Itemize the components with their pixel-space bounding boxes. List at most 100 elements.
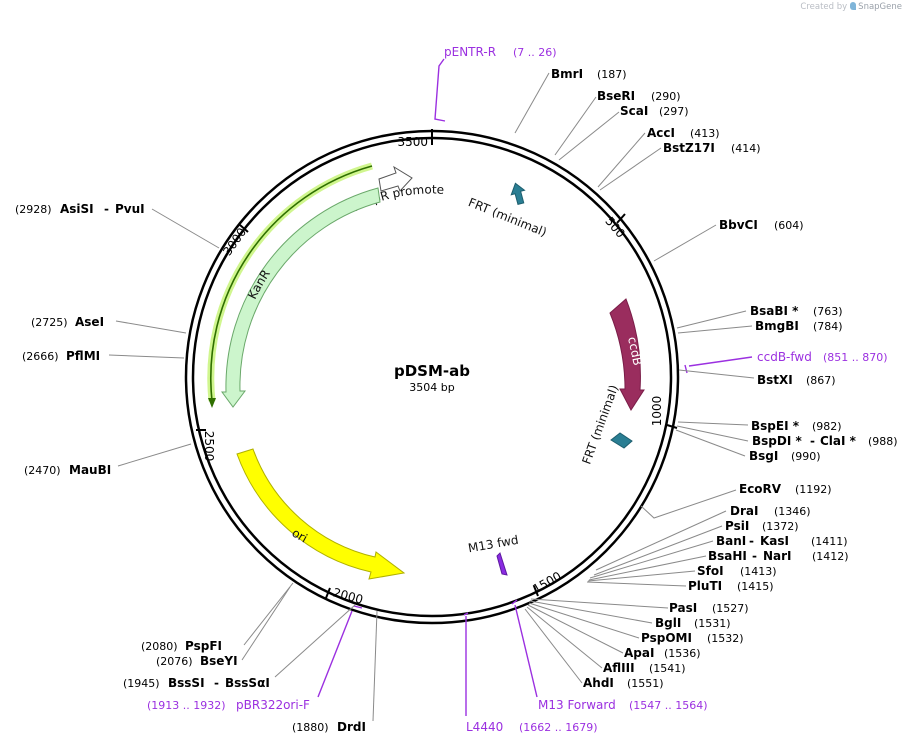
enzyme-drai[interactable]: DraI(1346) xyxy=(730,504,811,518)
leader-bstxi xyxy=(678,369,755,379)
enzyme-pflmi[interactable]: (2666)PflMI xyxy=(22,349,100,363)
kanr-feature[interactable] xyxy=(221,187,381,408)
enzyme-ecorv[interactable]: EcoRV(1192) xyxy=(739,482,832,496)
enzyme-bsabi[interactable]: BsaBI *(763) xyxy=(750,304,843,318)
enzyme-site: (763) xyxy=(813,305,843,318)
leader-apai xyxy=(527,604,624,654)
enzyme-name: BanI xyxy=(716,534,746,548)
leader-sfoi xyxy=(587,570,696,582)
enzyme-bseri[interactable]: BseRI(290) xyxy=(597,89,681,103)
leader-asei xyxy=(115,320,187,334)
ampr-promoter-feature[interactable] xyxy=(378,165,413,192)
enzyme-bmgbi[interactable]: BmgBI(784) xyxy=(755,319,843,333)
enzyme-name: BstXI xyxy=(757,373,793,387)
enzyme-drdi[interactable]: (1880)DrdI xyxy=(292,720,366,734)
enzyme-site: (1551) xyxy=(627,677,664,690)
primer-m13-forward[interactable]: M13 Forward(1547 .. 1564) xyxy=(538,698,708,712)
frt-top-feature[interactable] xyxy=(509,182,528,206)
leader-bgli xyxy=(529,600,653,624)
enzyme-pasi[interactable]: PasI(1527) xyxy=(669,601,749,615)
enzyme-name: AseI xyxy=(75,315,104,329)
tick-mark xyxy=(666,424,678,429)
leader-bstz17i xyxy=(599,147,662,191)
ccdb-feature[interactable] xyxy=(609,298,645,411)
enzyme-sfoi[interactable]: SfoI(1413) xyxy=(697,564,777,578)
enzyme-name-2: KasI xyxy=(760,534,789,548)
enzyme-name-2: BssSαI xyxy=(225,676,270,690)
enzyme-psii[interactable]: PsiI(1372) xyxy=(725,519,799,533)
enzyme-name: ApaI xyxy=(624,646,654,660)
enzyme-asei[interactable]: (2725)AseI xyxy=(31,315,104,329)
enzyme-pspfi[interactable]: (2080)PspFI xyxy=(141,639,222,653)
primer-ccdb-fwd[interactable]: ccdB-fwd(851 .. 870) xyxy=(757,350,888,364)
enzyme-name: BssSI xyxy=(168,676,205,690)
enzyme-bspei[interactable]: BspEI *(982) xyxy=(751,419,842,433)
ori-label-path: ori xyxy=(289,526,309,546)
enzyme-bgli[interactable]: BglI(1531) xyxy=(655,616,731,630)
enzyme-ahdi[interactable]: AhdI(1551) xyxy=(583,676,664,690)
enzyme-bstz17i[interactable]: BstZ17I(414) xyxy=(663,141,761,155)
enzyme-scai[interactable]: ScaI(297) xyxy=(620,104,689,118)
enzyme-site: (990) xyxy=(791,450,821,463)
frt-right-label: FRT (minimal) xyxy=(579,383,621,466)
enzyme-site: (1372) xyxy=(762,520,799,533)
m13-fwd-feature[interactable] xyxy=(496,552,508,576)
primer-range: (1662 .. 1679) xyxy=(519,721,598,734)
leader-bspei xyxy=(677,421,749,426)
leader-psii xyxy=(593,525,723,576)
enzyme-name: BseYI xyxy=(200,654,238,668)
enzyme-site: (290) xyxy=(651,90,681,103)
frt-right-feature[interactable] xyxy=(610,432,633,449)
enzyme-name: DrdI xyxy=(337,720,366,734)
leader-pspomi xyxy=(528,602,640,639)
enzyme-bani-kasi[interactable]: BanI-KasI(1411) xyxy=(716,534,848,548)
leader-pasi xyxy=(530,598,669,609)
primer-l4440[interactable]: L4440(1662 .. 1679) xyxy=(466,720,598,734)
leader-bsssi-bsssai xyxy=(274,604,356,678)
ampr-promoter-label-path: AmpR promoter xyxy=(0,0,444,214)
kanr-orf-arrowhead xyxy=(208,398,216,408)
credit-prefix: Created by xyxy=(800,2,848,12)
enzyme-maubi[interactable]: (2470)MauBI xyxy=(24,463,111,477)
enzyme-bsssi-bsssai[interactable]: (1945)BssSI-BssSαI xyxy=(123,676,270,690)
leader-bbvci xyxy=(653,224,717,262)
enzyme-bsahi-nari[interactable]: BsaHI-NarI(1412) xyxy=(708,549,849,563)
enzyme-name: EcoRV xyxy=(739,482,782,496)
enzyme-site: (413) xyxy=(690,127,720,140)
enzyme-bmri[interactable]: BmrI(187) xyxy=(551,67,627,81)
enzyme-acci[interactable]: AccI (413) xyxy=(647,126,720,140)
enzyme-name: AsiSI xyxy=(60,202,94,216)
tick-label: 1500 xyxy=(530,569,563,596)
enzyme-name: BsgI xyxy=(749,449,778,463)
primer-labels: pENTR-R(7 .. 26) ccdB-fwd(851 .. 870) M1… xyxy=(147,45,888,734)
enzyme-name: BstZ17I xyxy=(663,141,715,155)
primer-pbr322ori-f[interactable]: (1913 .. 1932)pBR322ori-F xyxy=(147,698,310,712)
primer-leader-ccdb-fwd xyxy=(684,356,753,374)
enzyme-site: (1411) xyxy=(811,535,848,548)
enzyme-apai[interactable]: ApaI(1536) xyxy=(624,646,701,660)
enzyme-pspomi[interactable]: PspOMI (1532) xyxy=(641,631,744,645)
enzyme-asisi-pvui[interactable]: (2928)AsiSI-PvuI xyxy=(15,202,145,216)
ori-feature[interactable] xyxy=(236,448,406,580)
enzyme-bspdi-clai[interactable]: BspDI *-ClaI *(988) xyxy=(752,434,898,448)
primer-range: (1547 .. 1564) xyxy=(629,699,708,712)
primer-leader-l4440 xyxy=(463,612,469,716)
enzyme-leaders xyxy=(108,72,755,722)
enzyme-pluti[interactable]: PluTI(1415) xyxy=(688,579,774,593)
enzyme-bbvci[interactable]: BbvCI(604) xyxy=(719,218,804,232)
enzyme-name: AccI xyxy=(647,126,675,140)
enzyme-name-2: ClaI * xyxy=(820,434,857,448)
leader-pflmi xyxy=(108,354,185,359)
enzyme-bsgi[interactable]: BsgI (990) xyxy=(749,449,821,463)
enzyme-afliii[interactable]: AflIII(1541) xyxy=(603,661,686,675)
enzyme-name: ScaI xyxy=(620,104,648,118)
features: AmpR promoter KanR ori ccdB FRT (minimal… xyxy=(0,0,645,580)
enzyme-bseyi[interactable]: (2076)BseYI xyxy=(156,654,238,668)
enzyme-site: (1532) xyxy=(707,632,744,645)
primer-pentr-r[interactable]: pENTR-R(7 .. 26) xyxy=(444,45,557,59)
enzyme-bstxi[interactable]: BstXI(867) xyxy=(757,373,836,387)
enzyme-name: PspOMI xyxy=(641,631,692,645)
primer-name: pBR322ori-F xyxy=(236,698,310,712)
